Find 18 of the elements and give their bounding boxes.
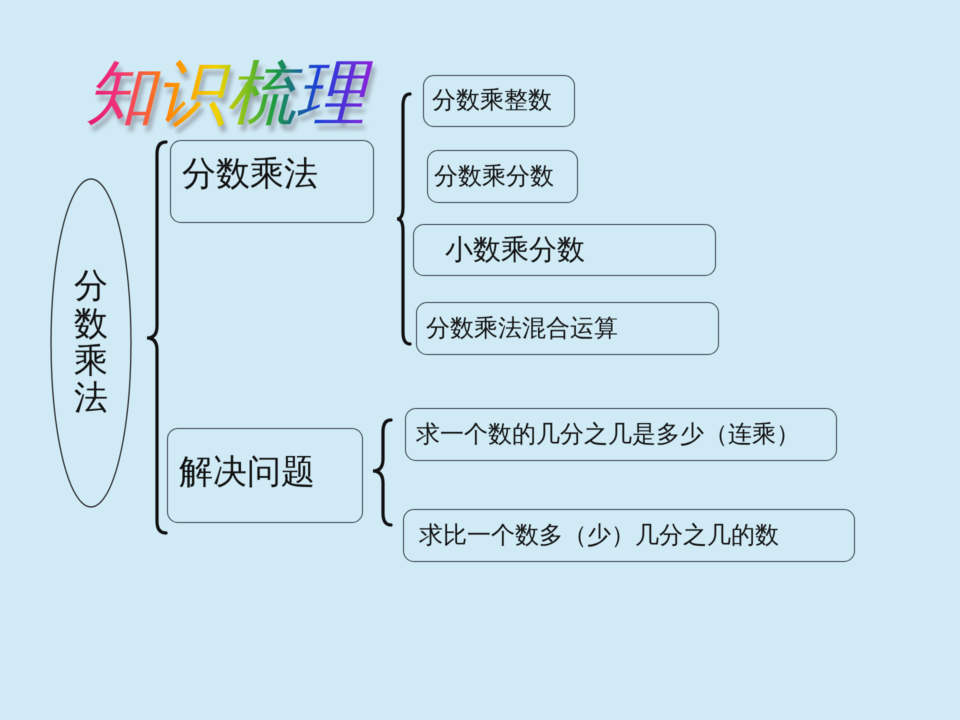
node-label: 解决问题 <box>179 452 315 492</box>
rounded-box <box>403 509 855 562</box>
oval-node <box>50 178 132 508</box>
rounded-box <box>405 408 837 461</box>
node-label: 分数乘法 <box>74 268 108 418</box>
node-label: 分数乘法 <box>182 155 318 194</box>
rounded-box <box>413 224 716 276</box>
node-label: 求比一个数多（少）几分之几的数 <box>419 522 779 550</box>
node-label: 求一个数的几分之几是多少（连乘） <box>416 420 800 448</box>
rounded-box <box>427 150 578 203</box>
node-label: 分数乘整数 <box>432 87 552 115</box>
node-label: 分数乘法混合运算 <box>426 314 618 342</box>
rounded-box <box>170 140 374 223</box>
rounded-box <box>167 428 363 523</box>
node-label: 小数乘分数 <box>445 234 585 266</box>
rounded-box <box>416 302 719 355</box>
node-label: 分数乘分数 <box>434 162 554 190</box>
rounded-box <box>423 75 575 127</box>
